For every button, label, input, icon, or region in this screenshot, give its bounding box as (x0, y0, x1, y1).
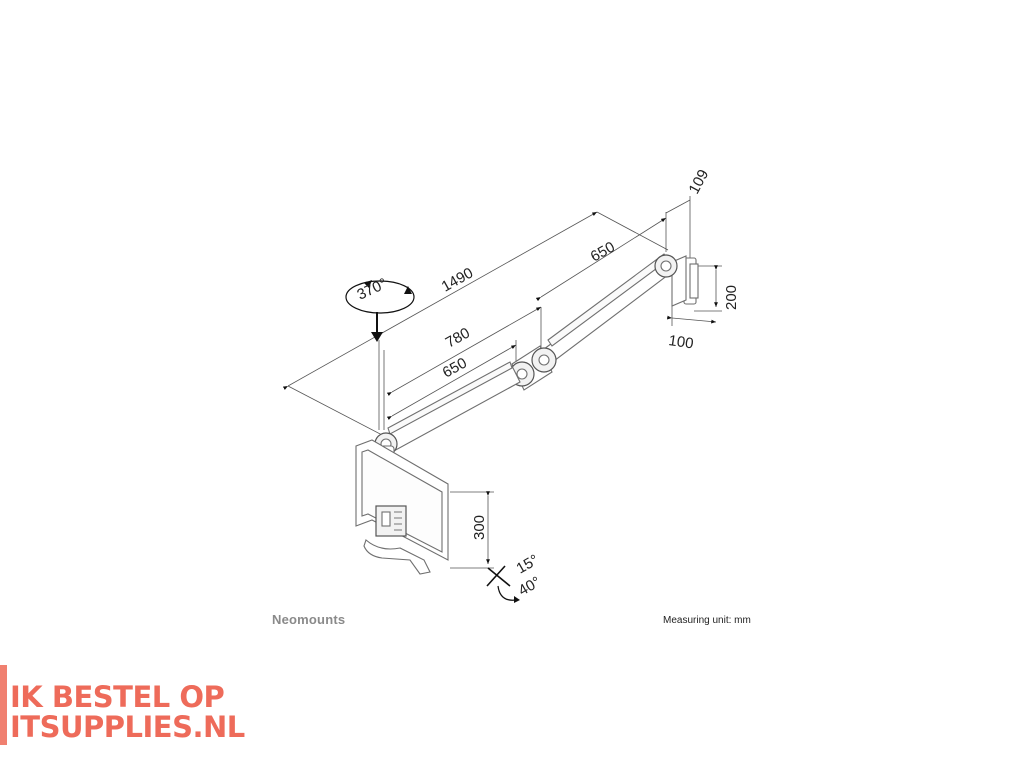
tilt-indicator: 15° 40° (486, 551, 544, 603)
tilt-label-15: 15° (514, 551, 542, 577)
rotation-label-370: 370° (355, 275, 390, 304)
promo-accent-bar (0, 665, 7, 745)
dimension-label-650-lower: 650 (440, 354, 470, 381)
dimension-109: 109 (665, 167, 713, 262)
dimension-label-200: 200 (723, 285, 740, 310)
promo-banner[interactable]: IK BESTEL OP ITSUPPLIES.NL (0, 665, 260, 745)
dimension-300: 300 (450, 491, 494, 569)
dimension-200: 200 (694, 265, 740, 312)
middle-joint (509, 345, 557, 391)
rotation-indicator-370: 370° (345, 275, 415, 430)
monitor-plate (355, 439, 449, 575)
wall-plate (671, 255, 699, 307)
dimension-100: 100 (667, 300, 717, 352)
dimension-label-100: 100 (667, 332, 694, 352)
promo-line-2: ITSUPPLIES.NL (10, 710, 245, 744)
promo-line-1: IK BESTEL OP (10, 680, 225, 714)
monitor-arm-illustration (355, 253, 699, 575)
brand-logo-text: Neomounts (272, 612, 346, 627)
measuring-unit-label: Measuring unit: mm (663, 615, 751, 626)
upper-arm-segment (539, 253, 678, 365)
dimension-label-109: 109 (686, 167, 713, 197)
dimension-label-650-upper: 650 (588, 238, 618, 265)
down-arrow-icon (371, 332, 383, 342)
tilt-label-40: 40° (516, 573, 544, 599)
dimension-label-300: 300 (471, 515, 488, 540)
dimension-label-780: 780 (443, 324, 473, 351)
arrowhead-icon (404, 286, 412, 294)
